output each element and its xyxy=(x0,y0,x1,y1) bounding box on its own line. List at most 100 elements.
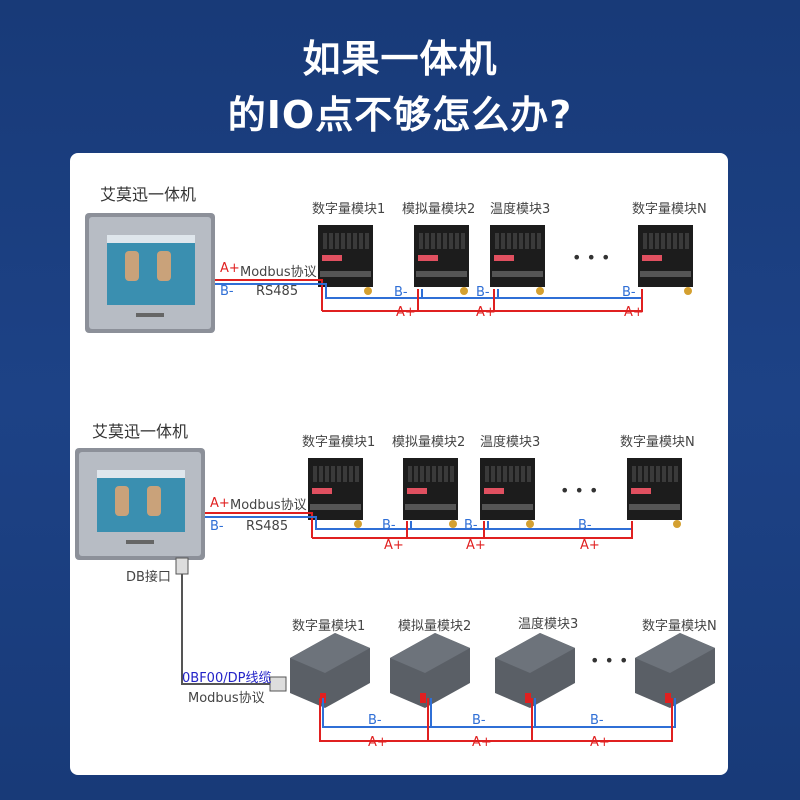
relay xyxy=(450,466,454,482)
relay xyxy=(419,233,423,249)
wiring-diagram xyxy=(75,213,715,742)
terminal-block xyxy=(320,271,371,277)
relay xyxy=(323,233,327,249)
module-top xyxy=(390,633,470,673)
cable-label: 0BF00/DP线缆 xyxy=(182,671,272,686)
protocol-label: Modbus协议 xyxy=(240,265,317,280)
brand-logo xyxy=(126,540,154,544)
module-label: 数字量模块1 xyxy=(312,202,386,217)
relay xyxy=(497,466,501,482)
b-minus-label: B- xyxy=(210,519,224,534)
relay xyxy=(420,466,424,482)
terminal xyxy=(420,693,426,703)
relay xyxy=(491,466,495,482)
b-minus-label: B- xyxy=(472,713,486,728)
relay xyxy=(365,233,369,249)
relay xyxy=(313,466,317,482)
relay xyxy=(343,466,347,482)
a-plus-label: A+ xyxy=(472,735,492,750)
relay xyxy=(655,233,659,249)
relay xyxy=(679,233,683,249)
bus-label: RS485 xyxy=(256,284,299,299)
hmi-label-1: 艾莫迅一体机 xyxy=(100,185,197,204)
dip-switch xyxy=(418,255,438,261)
relay xyxy=(408,466,412,482)
relay xyxy=(649,233,653,249)
relay xyxy=(643,233,647,249)
relay xyxy=(527,466,531,482)
terminal-block xyxy=(416,271,467,277)
relay xyxy=(515,466,519,482)
io-module xyxy=(318,225,373,295)
module-label: 数字量模块N xyxy=(620,435,695,450)
terminal-block xyxy=(405,504,456,510)
a-plus-label: A+ xyxy=(368,735,388,750)
mount-clip xyxy=(354,520,362,528)
ellipsis: • • • xyxy=(560,481,599,500)
hmi-screen xyxy=(97,470,185,532)
relay xyxy=(438,466,442,482)
io-module xyxy=(480,458,535,528)
relay xyxy=(444,466,448,482)
relay xyxy=(644,466,648,482)
relay xyxy=(668,466,672,482)
relay xyxy=(662,466,666,482)
relay xyxy=(425,233,429,249)
b-minus-wire xyxy=(322,698,676,728)
relay xyxy=(673,233,677,249)
relay xyxy=(347,233,351,249)
relay xyxy=(359,233,363,249)
module-label: 模拟量模块2 xyxy=(402,202,476,217)
mount-clip xyxy=(673,520,681,528)
headline-line2: 的IO点不够怎么办? xyxy=(227,93,573,137)
module-label: 数字量模块N xyxy=(642,619,717,634)
terminal-block xyxy=(482,504,533,510)
relay xyxy=(329,233,333,249)
relay xyxy=(437,233,441,249)
io-module xyxy=(308,458,363,528)
hmi-screen xyxy=(107,235,195,305)
module-label: 数字量模块1 xyxy=(292,619,366,634)
relay xyxy=(638,466,642,482)
tank-icon xyxy=(147,486,161,516)
relay xyxy=(349,466,353,482)
b-minus-label: B- xyxy=(220,284,234,299)
plc-module xyxy=(495,633,575,708)
terminal-block xyxy=(310,504,361,510)
ellipsis: • • • xyxy=(572,248,611,267)
b-minus-label: B- xyxy=(394,285,408,300)
dip-switch xyxy=(312,488,332,494)
relay xyxy=(501,233,505,249)
mount-clip xyxy=(460,287,468,295)
relay xyxy=(685,233,689,249)
dip-switch xyxy=(322,255,342,261)
plc-module xyxy=(635,633,715,708)
relay xyxy=(674,466,678,482)
a-plus-label: A+ xyxy=(624,305,644,320)
brand-logo xyxy=(136,313,164,317)
relay xyxy=(667,233,671,249)
ellipsis: • • • xyxy=(590,651,629,670)
b-minus-label: B- xyxy=(622,285,636,300)
terminal xyxy=(665,693,671,703)
tank-icon xyxy=(157,251,171,281)
a-plus-label: A+ xyxy=(220,261,240,276)
serial-cable xyxy=(181,574,270,685)
relay xyxy=(507,233,511,249)
relay xyxy=(443,233,447,249)
relay xyxy=(426,466,430,482)
relay xyxy=(503,466,507,482)
relay xyxy=(632,466,636,482)
a-plus-label: A+ xyxy=(590,735,610,750)
relay xyxy=(331,466,335,482)
protocol-label: Modbus协议 xyxy=(188,691,265,706)
relay xyxy=(455,233,459,249)
relay xyxy=(537,233,541,249)
hmi-panel xyxy=(75,448,205,560)
module-label: 数字量模块1 xyxy=(302,435,376,450)
a-plus-label: A+ xyxy=(466,538,486,553)
a-plus-wire xyxy=(215,279,323,311)
module-top xyxy=(495,633,575,673)
dip-switch xyxy=(484,488,504,494)
db-port-label: DB接口 xyxy=(126,570,171,585)
